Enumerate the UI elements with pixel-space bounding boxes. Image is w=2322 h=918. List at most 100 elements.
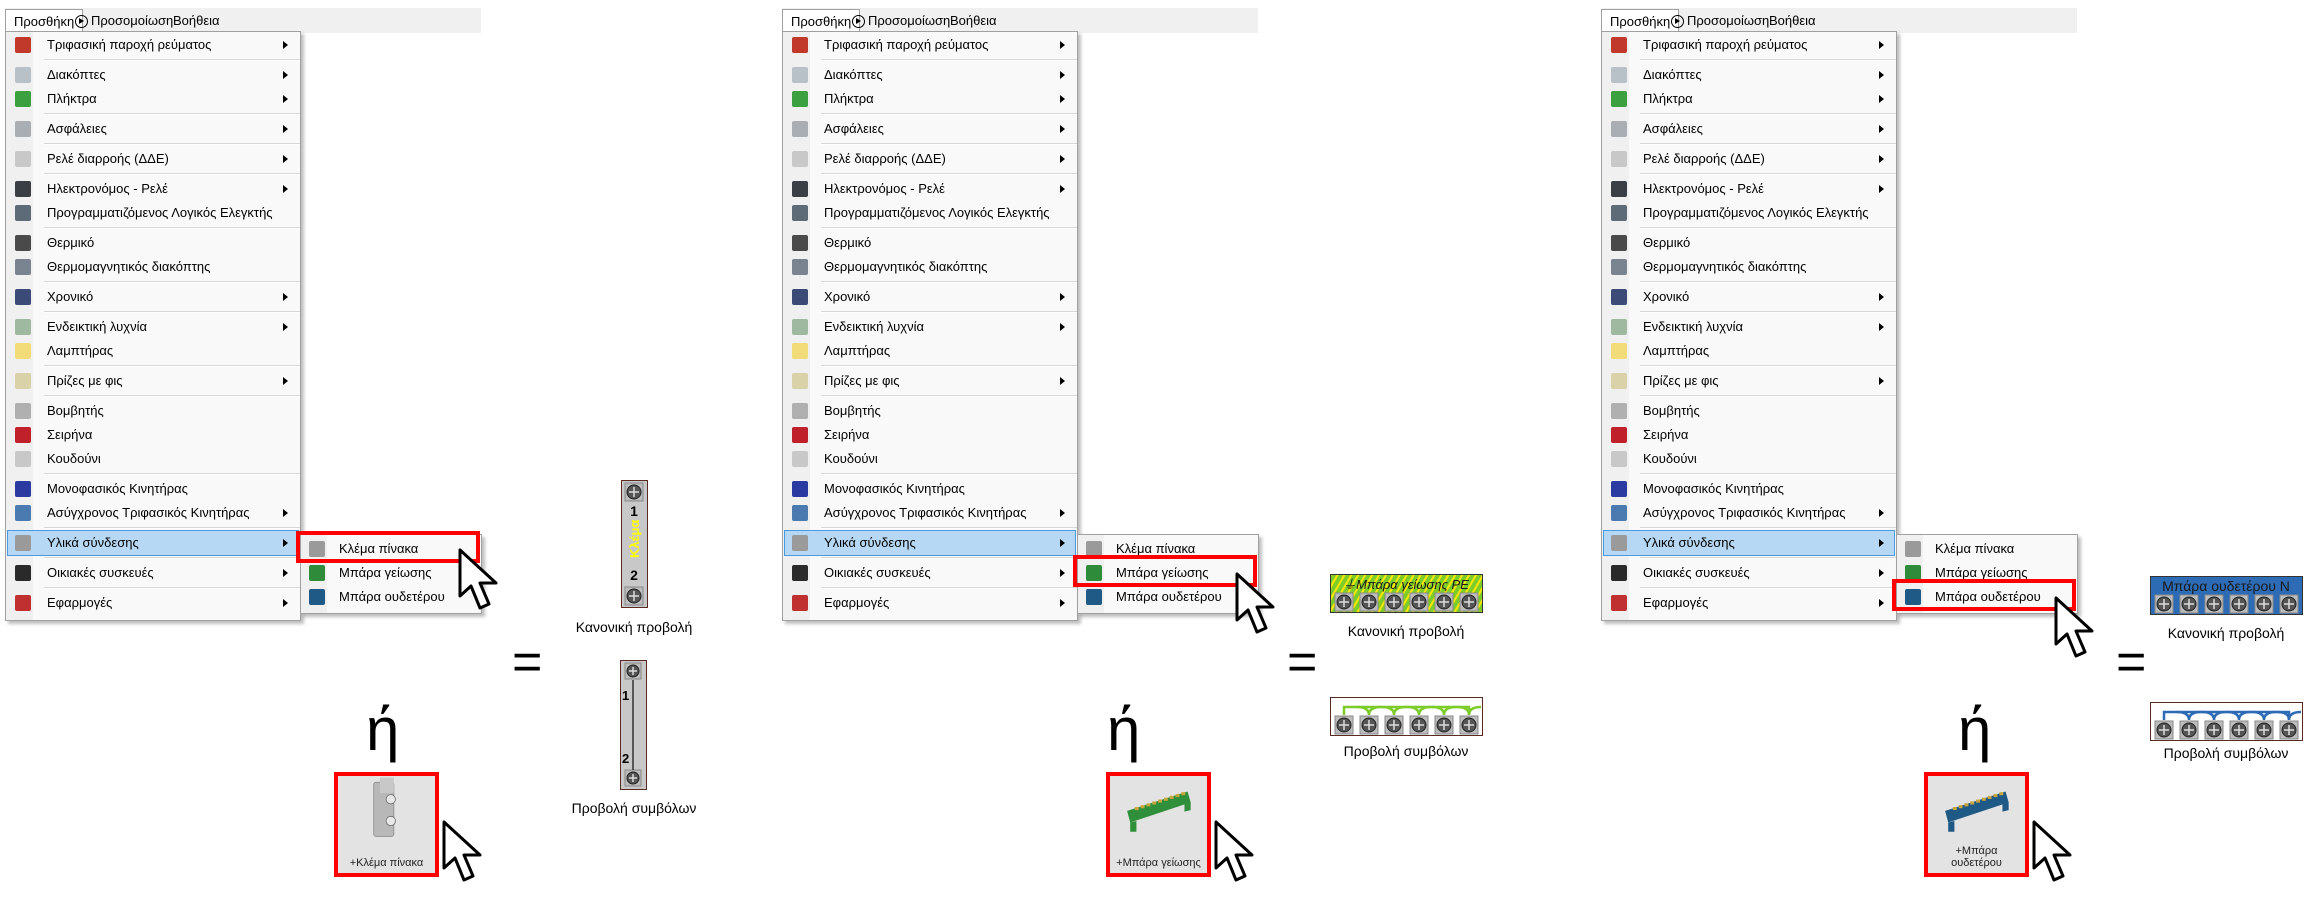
menu-item[interactable]: Διακόπτες <box>8 63 298 87</box>
light-bulb-icon <box>15 343 31 359</box>
menu-item[interactable]: Σειρήνα <box>1604 423 1894 447</box>
menu-item[interactable]: Τριφασική παροχή ρεύματος <box>1604 33 1894 57</box>
play-triangle <box>1675 18 1680 24</box>
submenu-item[interactable]: Μπάρα ουδετέρου <box>1080 585 1256 609</box>
submenu-item[interactable]: Μπάρα ουδετέρου <box>303 585 479 609</box>
menu-item[interactable]: Κουδούνι <box>785 447 1075 471</box>
neutral-bar-icon <box>1086 589 1102 605</box>
menu-item[interactable]: Ασφάλειες <box>1604 117 1894 141</box>
menu-item[interactable]: Ασύγχρονος Τριφασικός Κινητήρας <box>785 501 1075 525</box>
menu-item[interactable]: Υλικά σύνδεσης <box>784 530 1076 556</box>
menu-item[interactable]: Εφαρμογές <box>785 591 1075 615</box>
menu-item-label: Ασύγχρονος Τριφασικός Κινητήρας <box>824 505 1027 520</box>
menu-item[interactable]: Εφαρμογές <box>1604 591 1894 615</box>
menu-add[interactable]: Προσθήκη <box>782 9 861 34</box>
menu-item[interactable]: Ενδεικτική λυχνία <box>8 315 298 339</box>
menu-item[interactable]: Κουδούνι <box>1604 447 1894 471</box>
menu-item[interactable]: Διακόπτες <box>1604 63 1894 87</box>
menu-item[interactable]: Προγραμματιζόμενος Λογικός Ελεγκτής <box>1604 201 1894 225</box>
menu-simulation[interactable]: Προσομοίωση <box>67 9 181 32</box>
menu-item-label: Χρονικό <box>1643 289 1690 304</box>
pushbutton-icon <box>15 91 31 107</box>
menu-help[interactable]: Βοήθεια <box>942 9 1005 32</box>
menu-item[interactable]: Χρονικό <box>8 285 298 309</box>
menu-item[interactable]: Οικιακές συσκευές <box>8 561 298 585</box>
menu-item[interactable]: Θερμικό <box>1604 231 1894 255</box>
menu-item[interactable]: Ασύγχρονος Τριφασικός Κινητήρας <box>8 501 298 525</box>
menu-item[interactable]: Οικιακές συσκευές <box>1604 561 1894 585</box>
menu-simulation[interactable]: Προσομοίωση <box>844 9 958 32</box>
menu-item[interactable]: Ηλεκτρονόμος - Ρελέ <box>1604 177 1894 201</box>
toolbox-component-button[interactable]: +Μπάρα ουδετέρου <box>1924 772 2029 877</box>
menu-item[interactable]: Ασφάλειες <box>8 117 298 141</box>
three-phase-supply-icon <box>1611 37 1627 53</box>
menu-item[interactable]: Κουδούνι <box>8 447 298 471</box>
menu-item[interactable]: Ασύγχρονος Τριφασικός Κινητήρας <box>1604 501 1894 525</box>
graphic-part: 1 <box>622 688 629 703</box>
menu-item[interactable]: Πλήκτρα <box>8 87 298 111</box>
submenu-item[interactable]: Μπάρα ουδετέρου <box>1899 585 2075 609</box>
menu-item[interactable]: Θερμομαγνητικός διακόπτης <box>785 255 1075 279</box>
menu-item[interactable]: Τριφασική παροχή ρεύματος <box>8 33 298 57</box>
menu-item[interactable]: Θερμομαγνητικός διακόπτης <box>1604 255 1894 279</box>
applications-icon <box>15 595 31 611</box>
menu-item[interactable]: Προγραμματιζόμενος Λογικός Ελεγκτής <box>8 201 298 225</box>
menu-item[interactable]: Τριφασική παροχή ρεύματος <box>785 33 1075 57</box>
menu-separator <box>44 473 300 475</box>
menu-item[interactable]: Χρονικό <box>785 285 1075 309</box>
menu-item[interactable]: Βομβητής <box>8 399 298 423</box>
graphic-part <box>2184 725 2194 735</box>
menu-item[interactable]: Σειρήνα <box>785 423 1075 447</box>
submenu-item[interactable]: Μπάρα γείωσης <box>1080 561 1256 585</box>
submenu-item[interactable]: Μπάρα γείωσης <box>1899 561 2075 585</box>
menu-item[interactable]: Μονοφασικός Κινητήρας <box>785 477 1075 501</box>
submenu-item[interactable]: Κλέμα πίνακα <box>303 537 479 561</box>
menu-help[interactable]: Βοήθεια <box>165 9 228 32</box>
menu-item[interactable]: Ασφάλειες <box>785 117 1075 141</box>
toolbox-component-button[interactable]: +Μπάρα γείωσης <box>1106 772 1211 877</box>
menu-simulation[interactable]: Προσομοίωση <box>1663 9 1777 32</box>
menu-item[interactable]: Λαμπτήρας <box>785 339 1075 363</box>
graphic-part <box>2234 599 2244 609</box>
menu-item[interactable]: Θερμικό <box>785 231 1075 255</box>
menu-item[interactable]: Πρίζες με φις <box>1604 369 1894 393</box>
menu-item[interactable]: Υλικά σύνδεσης <box>1603 530 1895 556</box>
menu-item-label: Θερμικό <box>47 235 95 250</box>
menu-item[interactable]: Σειρήνα <box>8 423 298 447</box>
menu-item[interactable]: Πρίζες με φις <box>8 369 298 393</box>
menu-item[interactable]: Ενδεικτική λυχνία <box>1604 315 1894 339</box>
menu-item[interactable]: Διακόπτες <box>785 63 1075 87</box>
menu-item[interactable]: Λαμπτήρας <box>8 339 298 363</box>
submenu-item[interactable]: Κλέμα πίνακα <box>1899 537 2075 561</box>
menu-item[interactable]: Θερμομαγνητικός διακόπτης <box>8 255 298 279</box>
submenu-item[interactable]: Κλέμα πίνακα <box>1080 537 1256 561</box>
menu-item[interactable]: Θερμικό <box>8 231 298 255</box>
menu-item[interactable]: Μονοφασικός Κινητήρας <box>1604 477 1894 501</box>
menu-item[interactable]: Εφαρμογές <box>8 591 298 615</box>
menu-help[interactable]: Βοήθεια <box>1761 9 1824 32</box>
menu-item[interactable]: Υλικά σύνδεσης <box>7 530 299 556</box>
menu-item[interactable]: Ηλεκτρονόμος - Ρελέ <box>8 177 298 201</box>
menu-item-label: Ενδεικτική λυχνία <box>824 319 924 334</box>
menu-item[interactable]: Ρελέ διαρροής (ΔΔΕ) <box>8 147 298 171</box>
submenu-item[interactable]: Μπάρα γείωσης <box>303 561 479 585</box>
menu-item[interactable]: Λαμπτήρας <box>1604 339 1894 363</box>
menu-item[interactable]: Οικιακές συσκευές <box>785 561 1075 585</box>
toolbox-component-button[interactable]: +Κλέμα πίνακα <box>334 772 439 877</box>
menu-item[interactable]: Βομβητής <box>1604 399 1894 423</box>
menu-item[interactable]: Πρίζες με φις <box>785 369 1075 393</box>
menu-item[interactable]: Πλήκτρα <box>1604 87 1894 111</box>
menu-item[interactable]: Προγραμματιζόμενος Λογικός Ελεγκτής <box>785 201 1075 225</box>
menu-item[interactable]: Ηλεκτρονόμος - Ρελέ <box>785 177 1075 201</box>
menu-item[interactable]: Ρελέ διαρροής (ΔΔΕ) <box>1604 147 1894 171</box>
menu-item[interactable]: Ενδεικτική λυχνία <box>785 315 1075 339</box>
menu-item[interactable]: Μονοφασικός Κινητήρας <box>8 477 298 501</box>
menu-item[interactable]: Βομβητής <box>785 399 1075 423</box>
menu-add[interactable]: Προσθήκη <box>5 9 84 34</box>
menu-item[interactable]: Πλήκτρα <box>785 87 1075 111</box>
menu-item[interactable]: Χρονικό <box>1604 285 1894 309</box>
menu-item[interactable]: Ρελέ διαρροής (ΔΔΕ) <box>785 147 1075 171</box>
graphic-part <box>2209 599 2219 609</box>
menu-add[interactable]: Προσθήκη <box>1601 9 1680 34</box>
